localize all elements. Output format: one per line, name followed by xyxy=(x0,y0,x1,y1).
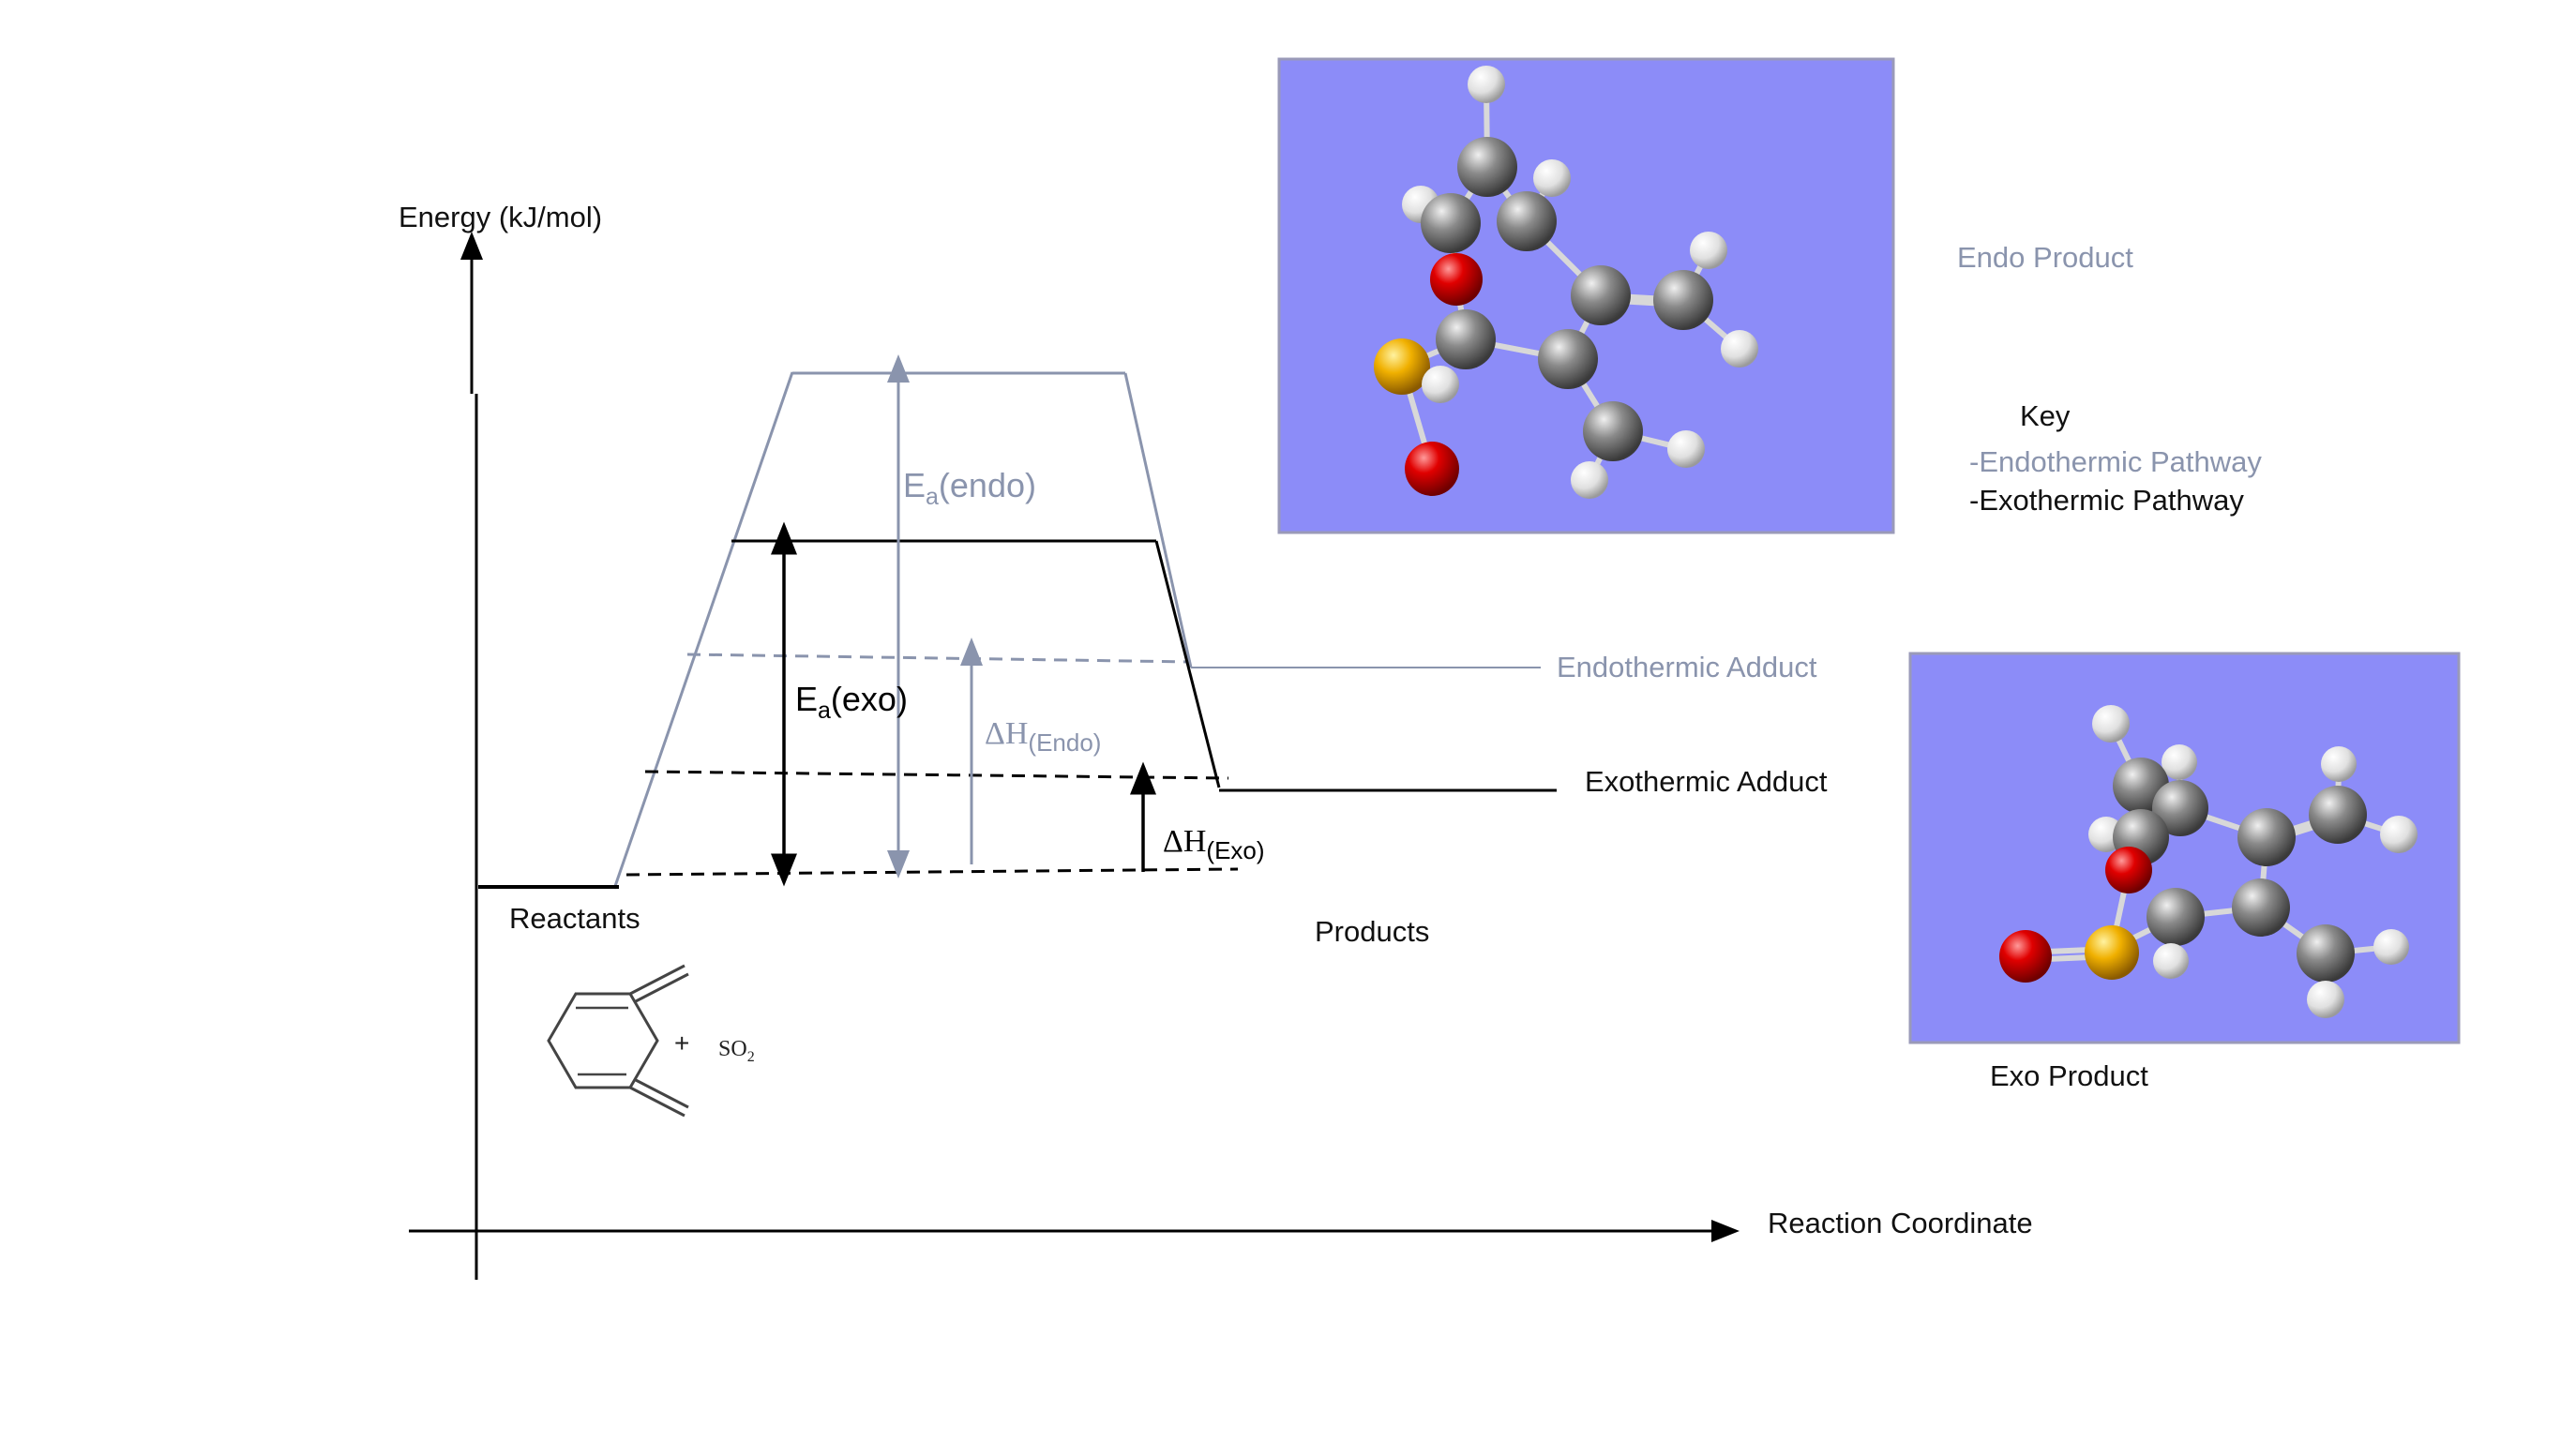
endo-up-line xyxy=(612,371,794,890)
endo-down-line xyxy=(1123,372,1193,668)
ea-exo-label: Ea(exo) xyxy=(795,680,908,724)
y-axis-label: Energy (kJ/mol) xyxy=(399,201,602,233)
exo-adduct-label: Exothermic Adduct xyxy=(1585,765,1828,798)
endo-adduct-level xyxy=(686,653,1192,664)
plus-sign: + xyxy=(674,1028,689,1058)
exo-down-line xyxy=(1154,540,1221,788)
reactant-structure xyxy=(547,964,689,1118)
baseline-dashed xyxy=(625,867,1239,877)
key-exo-entry: -Exothermic Pathway xyxy=(1969,484,2244,517)
exo-pathway xyxy=(478,539,1557,889)
endo-pathway xyxy=(612,371,1541,890)
endo-product-caption: Endo Product xyxy=(1957,241,2133,274)
ea-endo-label: Ea(endo) xyxy=(903,466,1036,510)
key-title: Key xyxy=(2020,399,2071,432)
exo-product-panel xyxy=(1908,652,2461,1044)
dh-endo-label: ΔH(Endo) xyxy=(985,716,1101,757)
x-axis-label: Reaction Coordinate xyxy=(1768,1207,2033,1239)
dh-exo-label: ΔH(Exo) xyxy=(1163,824,1265,864)
energy-arrows xyxy=(771,354,1156,887)
exo-product-caption: Exo Product xyxy=(1990,1059,2148,1092)
reactants-label: Reactants xyxy=(509,902,640,935)
exo-adduct-level xyxy=(644,770,1229,780)
key-endo-entry: -Endothermic Pathway xyxy=(1969,445,2262,478)
axes: Energy (kJ/mol) Reaction Coordinate xyxy=(399,201,2033,1280)
products-label: Products xyxy=(1315,915,1429,948)
so2-label: SO2 xyxy=(718,1037,755,1065)
endo-product-panel xyxy=(1277,57,1895,534)
endo-adduct-label: Endothermic Adduct xyxy=(1557,651,1817,683)
legend-key: Key -Endothermic Pathway -Exothermic Pat… xyxy=(1969,399,2262,517)
